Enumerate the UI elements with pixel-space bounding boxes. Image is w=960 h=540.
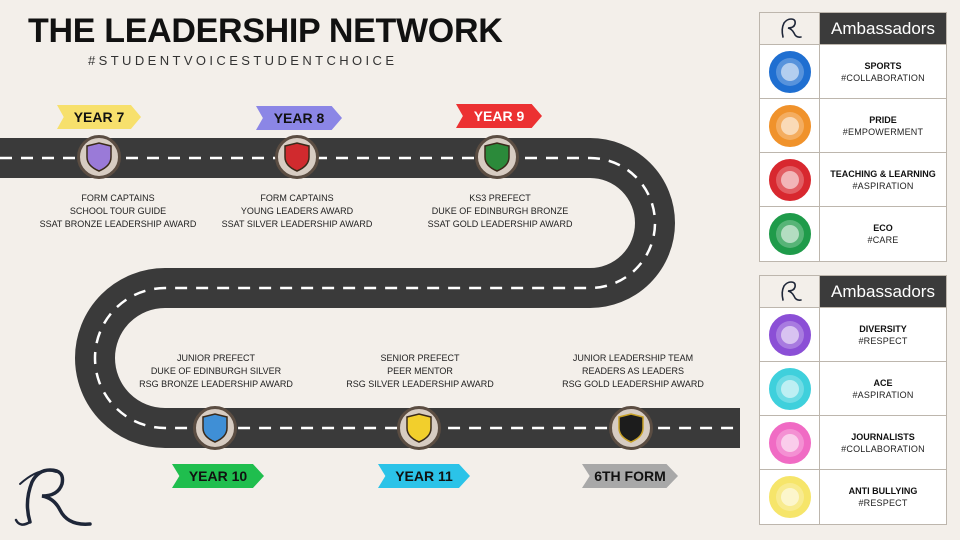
year-8-badge: [275, 135, 319, 179]
anti-bullying-badge-icon: [760, 470, 820, 524]
panel-header: Ambassadors: [760, 13, 946, 45]
sport-badge-icon: [760, 45, 820, 98]
ambassador-value: #COLLABORATION: [841, 72, 925, 83]
role-line: SSAT GOLD LEADERSHIP AWARD: [427, 219, 573, 229]
role-line: JUNIOR PREFECT: [176, 353, 255, 363]
role-line: RSG BRONZE LEADERSHIP AWARD: [139, 379, 293, 389]
year-11-badge: [397, 406, 441, 450]
role-line: RSG GOLD LEADERSHIP AWARD: [562, 379, 704, 389]
r-monogram-logo: [760, 276, 820, 307]
shield-badge-icon: [484, 142, 510, 172]
shield-shape: [284, 142, 310, 172]
ambassador-value: #RESPECT: [858, 498, 908, 508]
ambassador-name: JOURNALISTS: [851, 431, 915, 442]
shield-shape: [202, 413, 228, 443]
role-line: SSAT SILVER LEADERSHIP AWARD: [221, 219, 373, 229]
sixth-form-tag: 6TH FORM: [582, 464, 678, 488]
year-7-badge: [77, 135, 121, 179]
ambassador-row-eco: ECO #CARE: [760, 207, 946, 261]
role-line: RSG SILVER LEADERSHIP AWARD: [346, 379, 494, 389]
year-9-roles: KS3 PREFECT DUKE OF EDINBURGH BRONZE SSA…: [400, 192, 600, 231]
year-11-roles: SENIOR PREFECT PEER MENTOR RSG SILVER LE…: [320, 352, 520, 391]
role-line: YOUNG LEADERS AWARD: [240, 206, 354, 216]
ambassador-name: DIVERSITY: [859, 323, 907, 334]
ambassador-value: #RESPECT: [858, 335, 908, 346]
shield-badge-icon: [86, 142, 112, 172]
ambassador-row-pride: PRIDE #EMPOWERMENT: [760, 99, 946, 153]
ambassador-name: ECO: [873, 223, 893, 233]
ambassador-value: #ASPIRATION: [852, 389, 914, 400]
role-line: READERS AS LEADERS: [581, 366, 685, 376]
shield-badge-icon: [406, 413, 432, 443]
ambassadors-panel-2: Ambassadors DIVERSITY #RESPECT ACE #ASPI…: [759, 275, 947, 525]
shield-shape: [86, 142, 112, 172]
eco-badge-icon: [760, 207, 820, 261]
role-line: JUNIOR LEADERSHIP TEAM: [572, 353, 694, 363]
ambassadors-panel-1: Ambassadors SPORTS #COLLABORATION PRIDE …: [759, 12, 947, 262]
ace-badge-icon: [760, 362, 820, 415]
year-10-badge: [193, 406, 237, 450]
ambassador-name: ACE: [873, 377, 893, 388]
year-7-tag: YEAR 7: [57, 105, 141, 129]
year-10-roles: JUNIOR PREFECT DUKE OF EDINBURGH SILVER …: [116, 352, 316, 391]
year-9-badge: [475, 135, 519, 179]
ambassador-value: #CARE: [867, 235, 899, 245]
journalists-badge-icon: [760, 416, 820, 469]
role-line: KS3 PREFECT: [469, 193, 531, 203]
year-8-roles: FORM CAPTAINS YOUNG LEADERS AWARD SSAT S…: [197, 192, 397, 231]
ambassador-row-ace: ACE #ASPIRATION: [760, 362, 946, 416]
page-title: THE LEADERSHIP NETWORK: [28, 12, 503, 50]
shield-badge-icon: [618, 413, 644, 443]
role-line: PEER MENTOR: [387, 366, 453, 376]
role-line: SENIOR PREFECT: [380, 353, 460, 363]
panel-title: Ambassadors: [820, 13, 946, 44]
r-monogram-logo: [760, 13, 820, 44]
ambassador-value: #COLLABORATION: [841, 443, 925, 454]
ambassador-row-diversity: DIVERSITY #RESPECT: [760, 308, 946, 362]
r-monogram-logo: [14, 468, 92, 526]
ambassador-name: SPORTS: [864, 60, 902, 71]
shield-shape: [406, 413, 432, 443]
ambassador-name: PRIDE: [869, 114, 897, 125]
shield-shape: [618, 413, 644, 443]
year-7-roles: FORM CAPTAINS SCHOOL TOUR GUIDE SSAT BRO…: [18, 192, 218, 231]
shield-badge-icon: [284, 142, 310, 172]
shield-shape: [484, 142, 510, 172]
ambassador-name: TEACHING & LEARNING: [830, 168, 936, 179]
pride-badge-icon: [760, 99, 820, 152]
role-line: DUKE OF EDINBURGH BRONZE: [431, 206, 569, 216]
role-line: FORM CAPTAINS: [260, 193, 334, 203]
role-line: FORM CAPTAINS: [81, 193, 155, 203]
ambassador-name: ANTI BULLYING: [848, 486, 918, 496]
year-8-tag: YEAR 8: [256, 106, 342, 130]
ambassador-row-sports: SPORTS #COLLABORATION: [760, 45, 946, 99]
ambassador-row-anti-bullying: ANTI BULLYING #RESPECT: [760, 470, 946, 524]
year-11-tag: YEAR 11: [378, 464, 470, 488]
road-path: [0, 138, 740, 448]
year-9-tag: YEAR 9: [456, 104, 542, 128]
role-line: SCHOOL TOUR GUIDE: [69, 206, 167, 216]
panel-title: Ambassadors: [820, 276, 946, 307]
year-10-tag: YEAR 10: [172, 464, 264, 488]
sixth-form-badge: [609, 406, 653, 450]
ambassador-row-journalists: JOURNALISTS #COLLABORATION: [760, 416, 946, 470]
role-line: DUKE OF EDINBURGH SILVER: [150, 366, 282, 376]
role-line: SSAT BRONZE LEADERSHIP AWARD: [39, 219, 197, 229]
shield-badge-icon: [202, 413, 228, 443]
diversity-badge-icon: [760, 308, 820, 361]
ambassador-value: #ASPIRATION: [852, 180, 914, 191]
ambassador-row-teaching-learning: TEACHING & LEARNING #ASPIRATION: [760, 153, 946, 207]
panel-header: Ambassadors: [760, 276, 946, 308]
page-subtitle: #STUDENTVOICESTUDENTCHOICE: [88, 53, 398, 68]
ambassador-value: #EMPOWERMENT: [842, 126, 924, 137]
sixth-form-roles: JUNIOR LEADERSHIP TEAM READERS AS LEADER…: [533, 352, 733, 391]
teaching-learning-badge-icon: [760, 153, 820, 206]
